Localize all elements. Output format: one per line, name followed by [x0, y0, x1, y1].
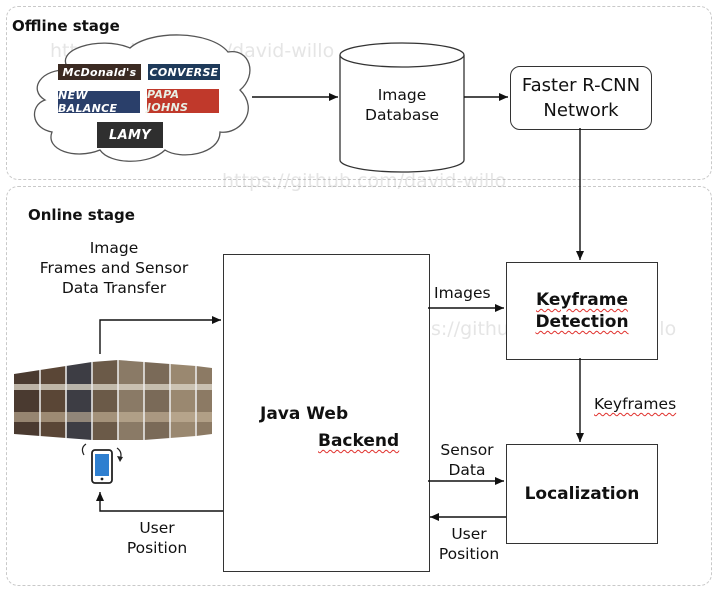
keyframes-label: Keyframes [594, 395, 677, 413]
online-stage-title: Online stage [28, 206, 135, 224]
images-label: Images [434, 284, 491, 302]
backend-label: Backend [318, 431, 400, 451]
image-frames-transfer-label: Image Frames and Sensor Data Transfer [39, 239, 189, 297]
offline-stage-title: Offline stage [12, 17, 120, 35]
java-web-label: Java Web [260, 404, 349, 424]
brand-logo-mcdonalds: McDonald's [58, 64, 141, 80]
brand-logo-papa-johns: PAPA JOHNS [147, 88, 219, 114]
localization-box: Localization [506, 444, 658, 544]
brand-logo-new-balance: NEW BALANCE [58, 89, 140, 115]
java-web-backend-box [223, 254, 430, 572]
watermark: https://github.com/david-willo [222, 170, 507, 192]
online-stage-region [6, 186, 712, 586]
keyframe-detection-box: Keyframe Detection [506, 262, 658, 360]
offline-stage-region [6, 6, 712, 180]
brand-logo-converse: CONVERSE [148, 64, 220, 80]
brand-logo-lamy: LAMY [97, 122, 163, 148]
